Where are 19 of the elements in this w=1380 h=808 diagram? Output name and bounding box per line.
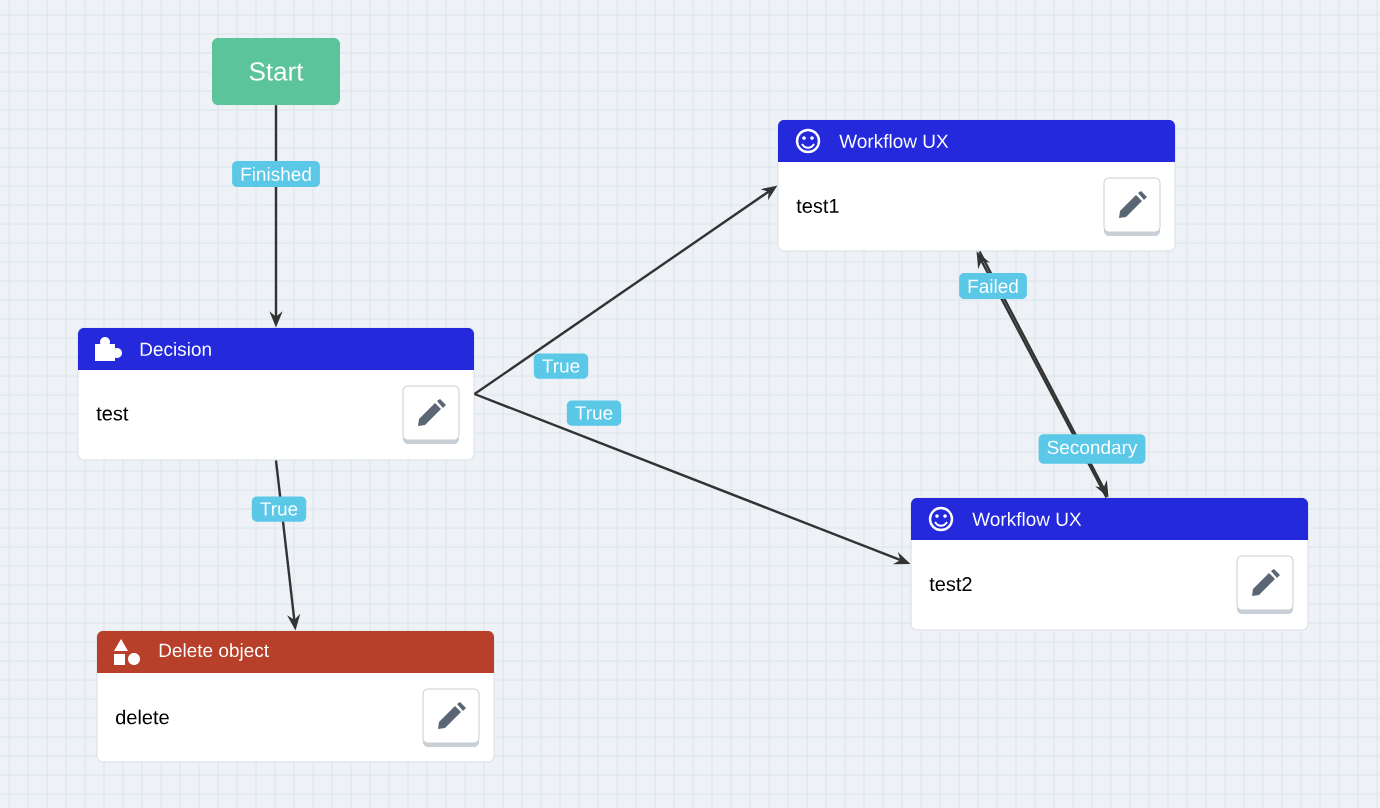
card-text: test1 <box>796 199 839 213</box>
task-card <box>77 327 475 461</box>
start-box: Start <box>212 38 340 105</box>
edge-label: True <box>533 353 589 379</box>
edge-label: True <box>566 400 622 426</box>
edge-label: Secondary <box>1038 434 1146 464</box>
task-card <box>777 119 1176 252</box>
card-text: test <box>96 407 129 421</box>
card-title: Workflow UX <box>972 512 1082 526</box>
card-text: test2 <box>929 576 972 592</box>
edge-label: Failed <box>959 273 1027 299</box>
edge-label: True <box>251 496 307 522</box>
card-title: Workflow UX <box>839 134 949 148</box>
edge-label: Finished <box>232 161 320 187</box>
card-text: delete <box>116 709 169 725</box>
card-title: Delete object <box>159 643 269 661</box>
card-title: Decision <box>140 342 211 356</box>
task-card <box>910 497 1309 631</box>
task-card <box>96 630 495 763</box>
